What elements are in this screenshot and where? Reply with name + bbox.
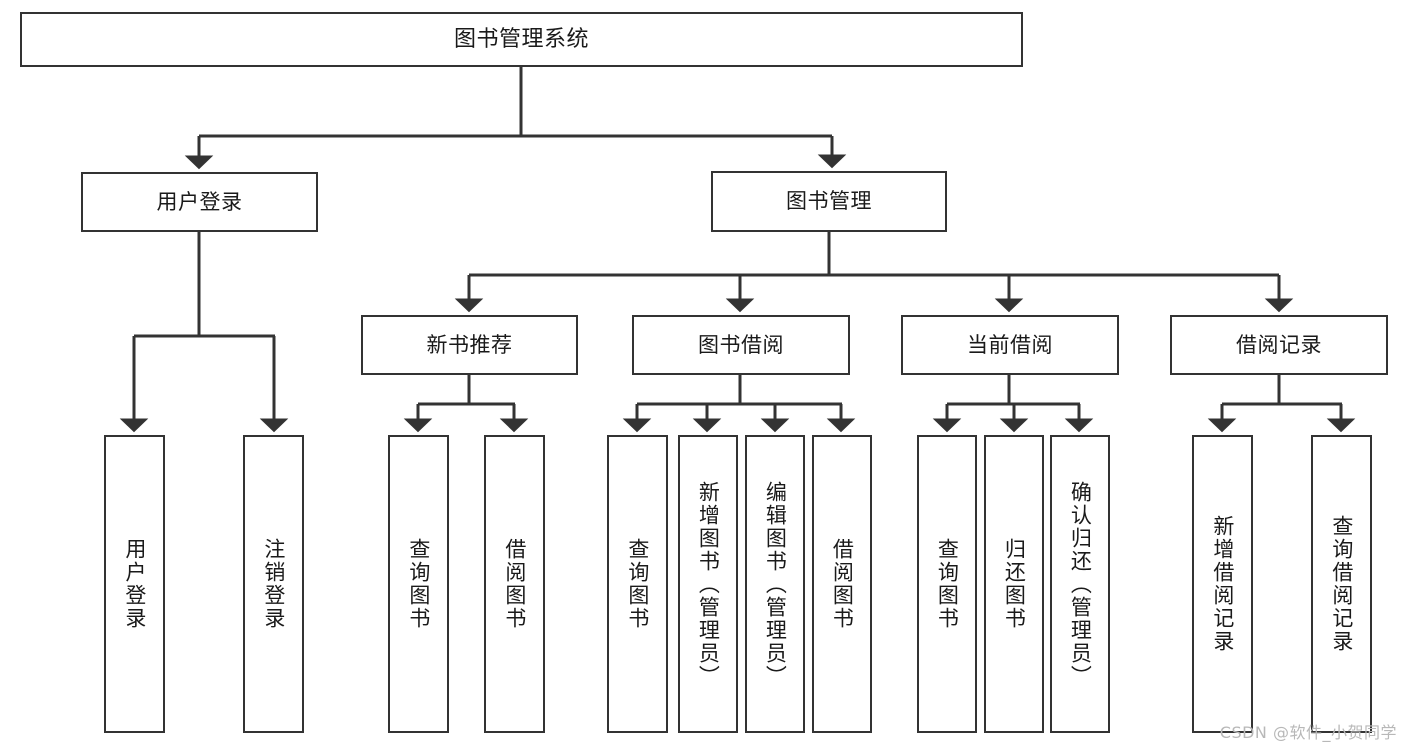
node-user-login[interactable]: 用户登录 (81, 172, 318, 232)
node-leaf-query-book-3[interactable]: 查询图书 (917, 435, 977, 733)
node-leaf-confirm-return-label: 确认归还（管理员） (1068, 480, 1093, 688)
node-leaf-edit-book[interactable]: 编辑图书（管理员） (745, 435, 805, 733)
node-book-borrow[interactable]: 图书借阅 (632, 315, 850, 375)
node-leaf-query-book-1[interactable]: 查询图书 (388, 435, 449, 733)
node-leaf-query-record-label: 查询借阅记录 (1329, 515, 1354, 653)
node-current-borrow-label: 当前借阅 (967, 332, 1053, 357)
node-leaf-borrow-book-2-label: 借阅图书 (830, 538, 855, 630)
node-leaf-edit-book-label: 编辑图书（管理员） (763, 480, 788, 688)
node-leaf-query-book-2-label: 查询图书 (625, 538, 650, 630)
node-leaf-user-login[interactable]: 用户登录 (104, 435, 165, 733)
node-leaf-return-book-label: 归还图书 (1002, 538, 1027, 630)
node-leaf-add-book[interactable]: 新增图书（管理员） (678, 435, 738, 733)
node-borrow-record[interactable]: 借阅记录 (1170, 315, 1388, 375)
node-leaf-logout[interactable]: 注销登录 (243, 435, 304, 733)
node-user-login-label: 用户登录 (156, 189, 243, 214)
node-borrow-record-label: 借阅记录 (1236, 332, 1322, 357)
node-leaf-query-book-3-label: 查询图书 (935, 538, 960, 630)
node-leaf-user-login-label: 用户登录 (122, 538, 147, 630)
csdn-watermark: CSDN @软件_小贺同学 (1219, 723, 1397, 742)
node-leaf-borrow-book-2[interactable]: 借阅图书 (812, 435, 872, 733)
node-leaf-confirm-return[interactable]: 确认归还（管理员） (1050, 435, 1110, 733)
node-leaf-query-book-1-label: 查询图书 (406, 538, 431, 630)
node-root-label: 图书管理系统 (453, 26, 589, 52)
node-leaf-add-record[interactable]: 新增借阅记录 (1192, 435, 1253, 733)
node-root[interactable]: 图书管理系统 (20, 12, 1023, 67)
node-leaf-borrow-book-1[interactable]: 借阅图书 (484, 435, 545, 733)
node-leaf-add-record-label: 新增借阅记录 (1210, 515, 1235, 653)
node-leaf-query-book-2[interactable]: 查询图书 (607, 435, 668, 733)
node-leaf-logout-label: 注销登录 (261, 538, 286, 630)
node-book-borrow-label: 图书借阅 (698, 332, 784, 357)
node-leaf-add-book-label: 新增图书（管理员） (696, 480, 721, 688)
node-current-borrow[interactable]: 当前借阅 (901, 315, 1119, 375)
node-leaf-borrow-book-1-label: 借阅图书 (502, 538, 527, 630)
node-leaf-return-book[interactable]: 归还图书 (984, 435, 1044, 733)
node-book-manage[interactable]: 图书管理 (711, 171, 947, 232)
node-leaf-query-record[interactable]: 查询借阅记录 (1311, 435, 1372, 733)
node-book-manage-label: 图书管理 (786, 189, 872, 214)
node-new-book-recommend[interactable]: 新书推荐 (361, 315, 578, 375)
node-new-book-recommend-label: 新书推荐 (426, 332, 513, 357)
